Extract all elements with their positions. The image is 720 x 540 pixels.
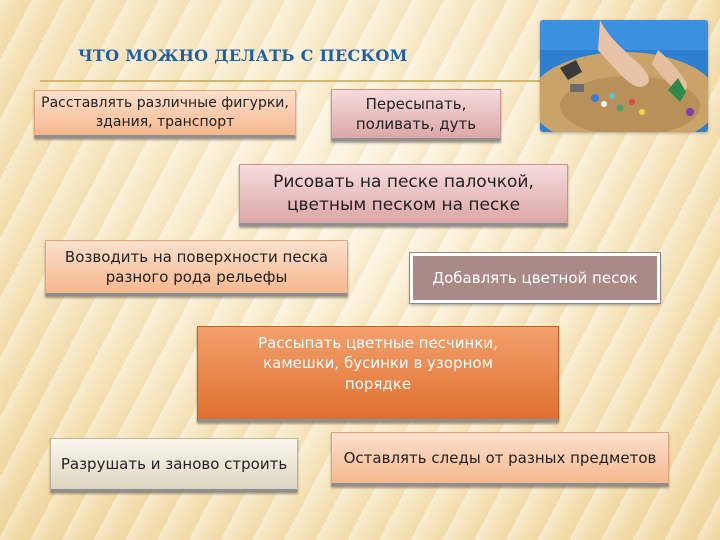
action-text: Рисовать на песке палочкой, цветным песк…	[273, 172, 534, 215]
action-text: Добавлять цветной песок	[432, 268, 638, 287]
action-box-colored-sand: Добавлять цветной песок	[409, 252, 661, 304]
action-text: Рассыпать цветные песчинки, камешки, бус…	[258, 334, 498, 393]
action-text: Расставлять различные фигурки, здания, т…	[41, 95, 289, 130]
action-text: Разрушать и заново строить	[60, 454, 288, 473]
action-text: Пересыпать, поливать, дуть	[355, 94, 477, 133]
action-box-relief: Возводить на поверхности песка разного р…	[45, 240, 348, 296]
title-divider	[40, 80, 540, 82]
sandbox-photo	[540, 20, 708, 132]
action-text: Возводить на поверхности песка разного р…	[64, 247, 329, 286]
action-text: Оставлять следы от разных предметов	[343, 448, 657, 467]
action-box-draw: Рисовать на песке палочкой, цветным песк…	[239, 164, 568, 226]
slide-title: ЧТО МОЖНО ДЕЛАТЬ С ПЕСКОМ	[78, 46, 408, 65]
action-box-destroy-build: Разрушать и заново строить	[50, 438, 298, 492]
action-box-pour: Пересыпать, поливать, дуть	[331, 89, 501, 141]
action-box-place-figures: Расставлять различные фигурки, здания, т…	[34, 90, 296, 138]
action-box-scatter: Рассыпать цветные песчинки, камешки, бус…	[197, 326, 559, 422]
action-box-traces: Оставлять следы от разных предметов	[331, 432, 669, 486]
